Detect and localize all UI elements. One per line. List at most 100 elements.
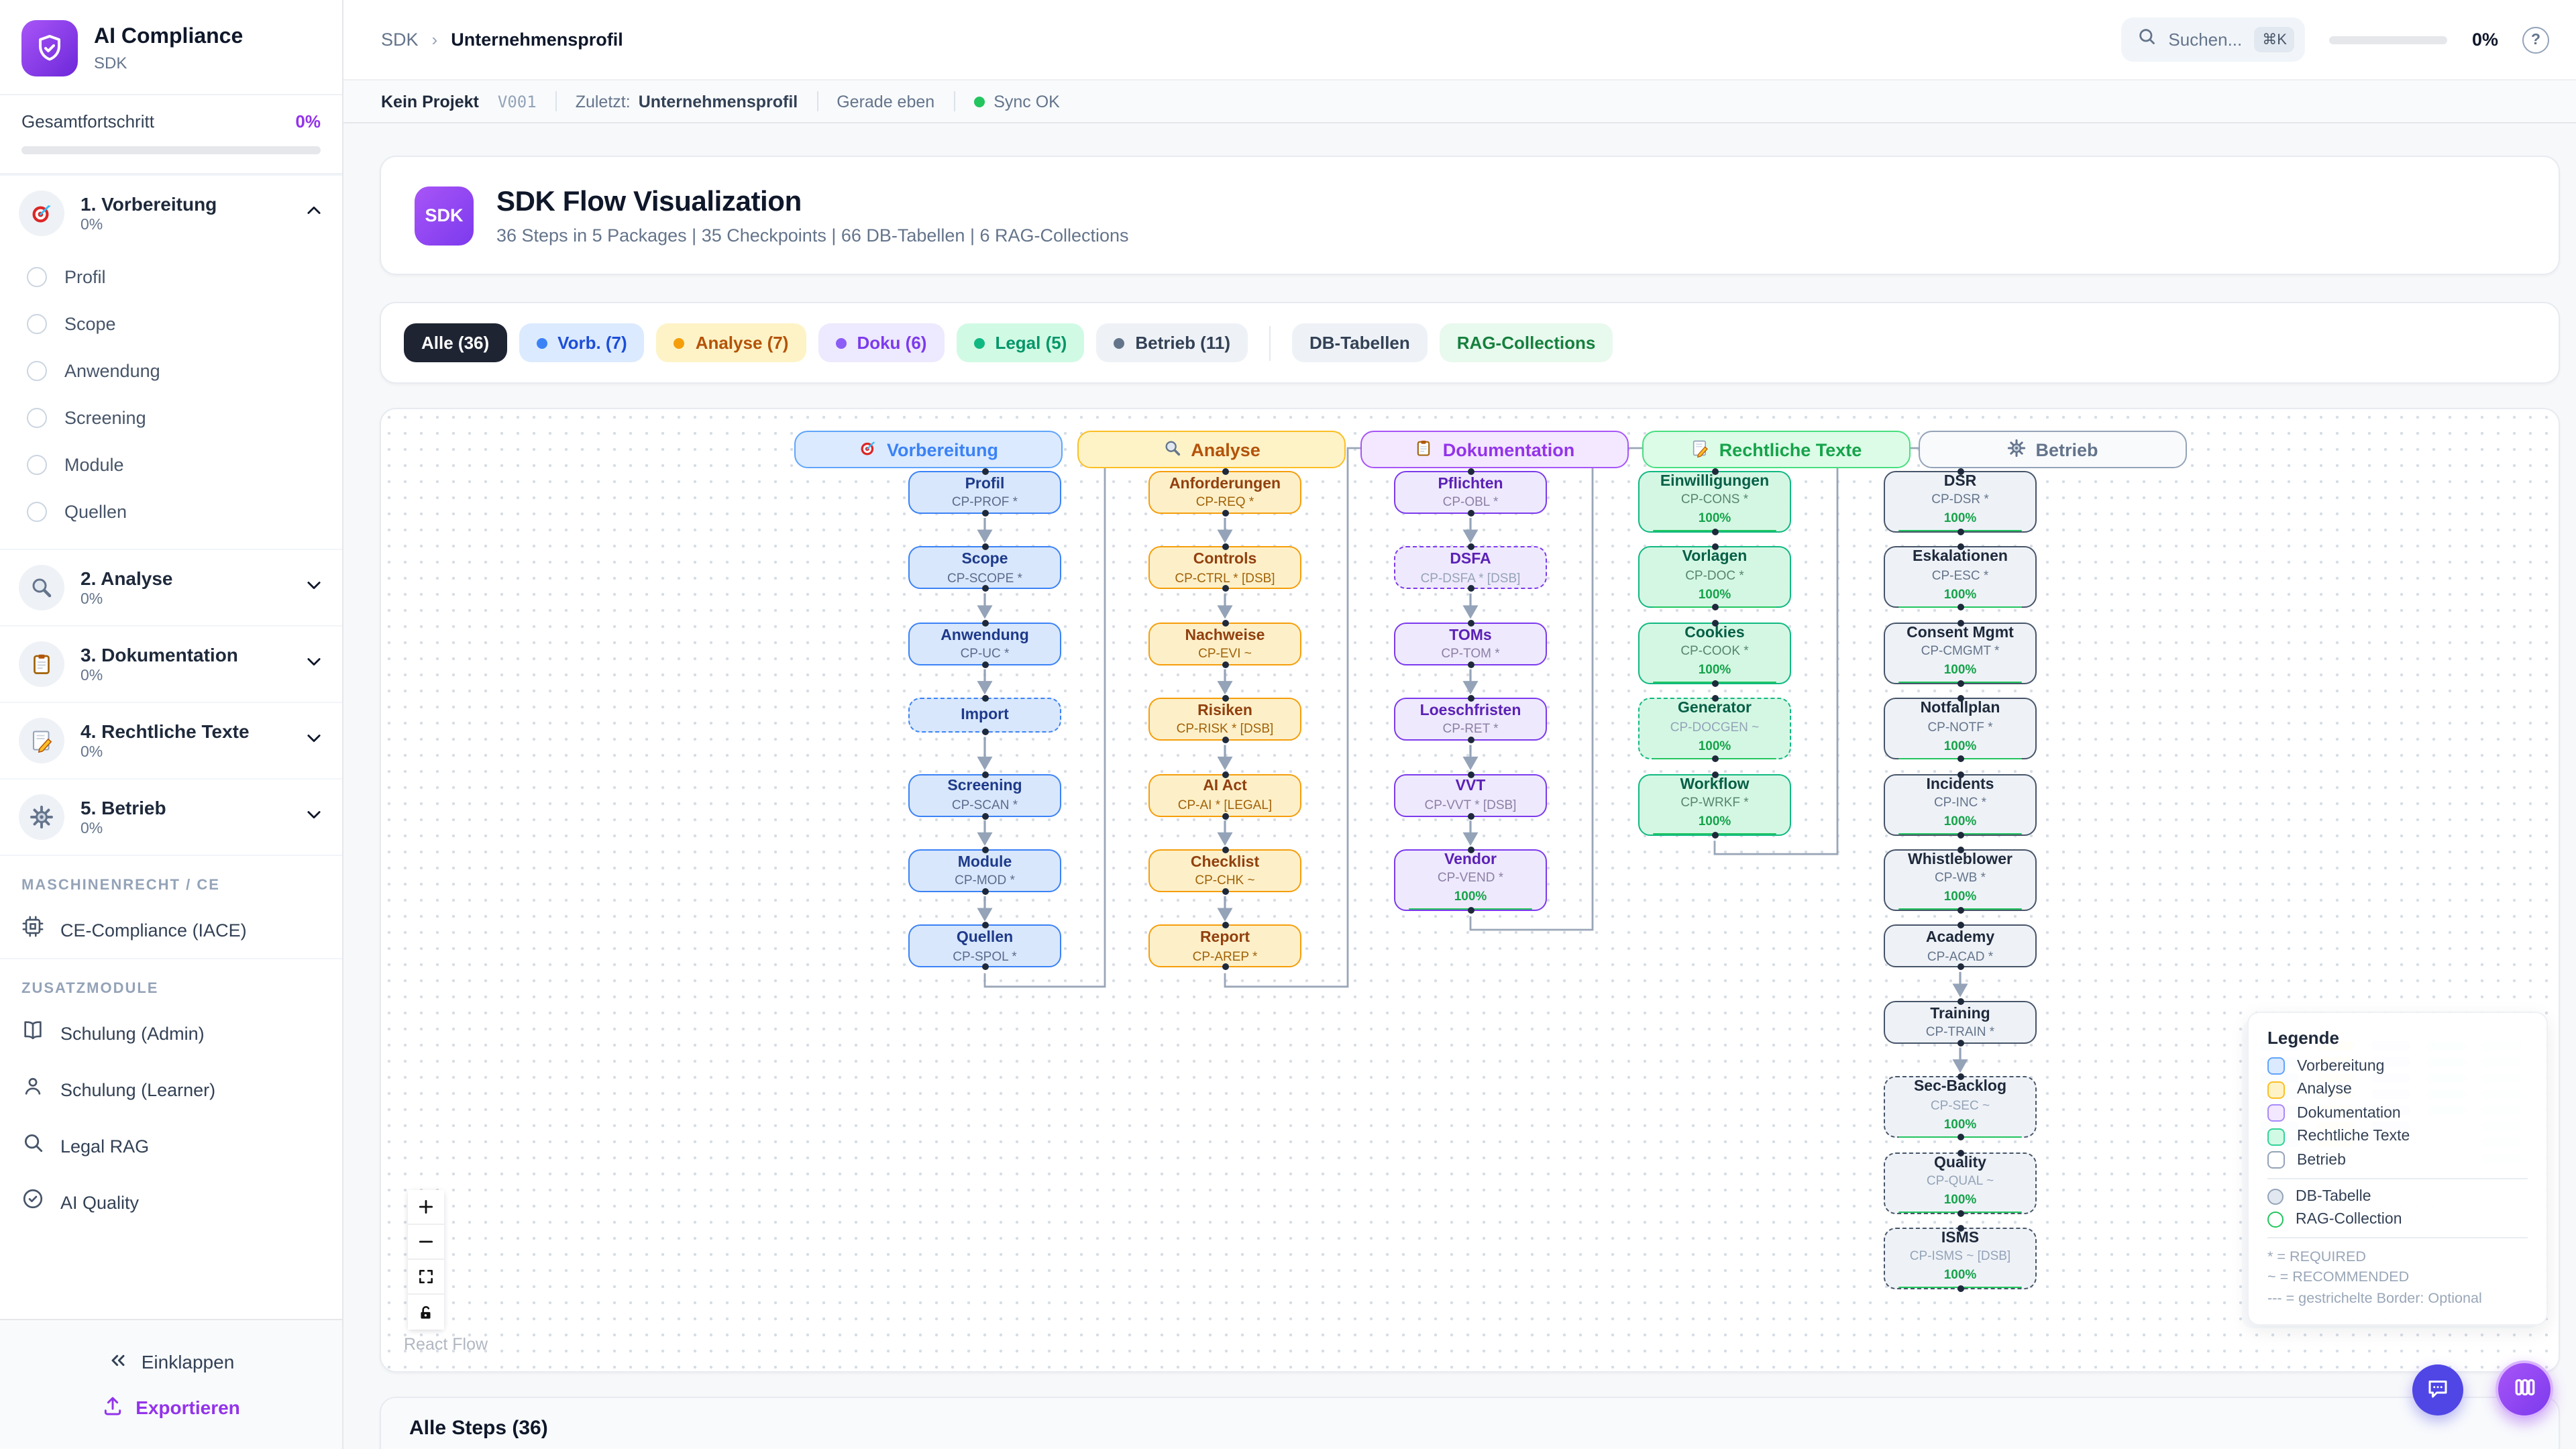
zoom-out-button[interactable] bbox=[408, 1225, 444, 1260]
sidebar-section-1: 1. Vorbereitung 0% Profil Scope Anwendun… bbox=[0, 174, 342, 549]
section-header[interactable]: 1. Vorbereitung 0% bbox=[0, 176, 342, 251]
sidebar-item-quellen[interactable]: Quellen bbox=[0, 488, 342, 535]
node-progress-value: 100% bbox=[1943, 739, 1977, 754]
breadcrumb-root[interactable]: SDK bbox=[381, 30, 419, 50]
sidebar-item-schulung-admin-[interactable]: Schulung (Admin) bbox=[0, 1005, 342, 1061]
sidebar-item-anwendung[interactable]: Anwendung bbox=[0, 347, 342, 394]
sidebar-item-screening[interactable]: Screening bbox=[0, 394, 342, 441]
version-badge: V001 bbox=[497, 92, 537, 111]
flow-column-header-vorbereitung[interactable]: Vorbereitung bbox=[794, 431, 1063, 468]
section-header[interactable]: 5. Betrieb 0% bbox=[0, 780, 342, 855]
reactflow-attribution[interactable]: React Flow bbox=[404, 1335, 488, 1354]
section-header[interactable]: 3. Dokumentation 0% bbox=[0, 627, 342, 702]
filter-chip-rag-collections[interactable]: RAG-Collections bbox=[1439, 323, 1613, 362]
step-label: Screening bbox=[64, 408, 146, 428]
node-progress-value: 100% bbox=[1698, 511, 1731, 527]
node-checkpoint-code: CP-CONS * bbox=[1680, 492, 1749, 508]
section-percent: 0% bbox=[80, 217, 103, 233]
flow-column-header-analyse[interactable]: Analyse bbox=[1077, 431, 1346, 468]
filter-chip-betrieb-11-[interactable]: Betrieb (11) bbox=[1096, 323, 1248, 362]
search-input[interactable]: Suchen... ⌘K bbox=[2121, 17, 2306, 62]
chip-label: Vorb. (7) bbox=[557, 333, 627, 353]
item-label: Schulung (Admin) bbox=[60, 1023, 205, 1043]
steps-panel-header[interactable]: Alle Steps (36) bbox=[381, 1398, 2559, 1449]
export-button[interactable]: Exportieren bbox=[102, 1395, 240, 1420]
chat-fab-button[interactable] bbox=[2412, 1364, 2463, 1415]
sidebar-item-ai-quality[interactable]: AI Quality bbox=[0, 1174, 342, 1230]
node-progress-value: 100% bbox=[1698, 663, 1731, 678]
section-title: 1. Vorbereitung bbox=[80, 193, 217, 215]
section-header[interactable]: 2. Analyse 0% bbox=[0, 550, 342, 625]
chip-dot bbox=[536, 337, 547, 348]
flow-node-import[interactable]: Import bbox=[908, 695, 1061, 736]
node-title: Incidents bbox=[1926, 776, 1994, 793]
filter-chip-vorb-7-[interactable]: Vorb. (7) bbox=[519, 323, 645, 362]
flow-column-header-dokumentation[interactable]: Dokumentation bbox=[1360, 431, 1629, 468]
filter-chip-alle-36-[interactable]: Alle (36) bbox=[404, 323, 507, 362]
filter-chip-db-tabellen[interactable]: DB-Tabellen bbox=[1292, 323, 1428, 362]
filter-chip-legal-5-[interactable]: Legal (5) bbox=[956, 323, 1085, 362]
filter-chip-doku-6-[interactable]: Doku (6) bbox=[818, 323, 945, 362]
node-title: Eskalationen bbox=[1913, 549, 2008, 566]
node-checkpoint-code: CP-ISMS ~ [DSB] bbox=[1909, 1249, 2011, 1265]
node-title: Quellen bbox=[956, 930, 1014, 947]
sidebar-item-ce-compliance-iace-[interactable]: CE-Compliance (IACE) bbox=[0, 902, 342, 958]
node-title: Report bbox=[1199, 930, 1250, 947]
sidebar-item-legal-rag[interactable]: Legal RAG bbox=[0, 1118, 342, 1174]
node-checkpoint-code: CP-INC * bbox=[1933, 795, 1987, 810]
flow-column-header-rechtliche-texte[interactable]: Rechtliche Texte bbox=[1642, 431, 1911, 468]
node-checkpoint-code: CP-DSFA * [DSB] bbox=[1420, 571, 1521, 586]
lock-toggle-button[interactable] bbox=[408, 1295, 444, 1330]
filter-chip-analyse-7-[interactable]: Analyse (7) bbox=[656, 323, 806, 362]
sidebar-item-scope[interactable]: Scope bbox=[0, 301, 342, 347]
zoom-in-button[interactable] bbox=[408, 1190, 444, 1225]
sidebar-item-schulung-learner-[interactable]: Schulung (Learner) bbox=[0, 1061, 342, 1118]
sidebar-item-module[interactable]: Module bbox=[0, 441, 342, 488]
sidebar-item-profil[interactable]: Profil bbox=[0, 254, 342, 301]
collapse-sidebar-button[interactable]: Einklappen bbox=[108, 1349, 234, 1375]
flow-column-header-betrieb[interactable]: Betrieb bbox=[1919, 431, 2187, 468]
section-header[interactable]: 4. Rechtliche Texte 0% bbox=[0, 703, 342, 778]
help-icon[interactable]: ? bbox=[2522, 26, 2549, 53]
header-progress-value: 0% bbox=[2471, 30, 2498, 50]
search-icon bbox=[21, 1131, 44, 1161]
fit-view-button[interactable] bbox=[408, 1260, 444, 1295]
columns-fab-button[interactable] bbox=[2496, 1360, 2553, 1418]
